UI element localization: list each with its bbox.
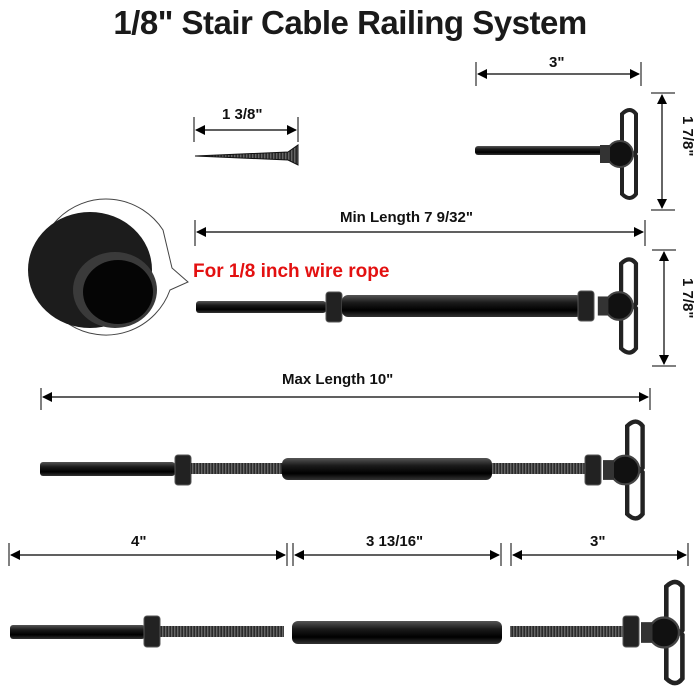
toggle-stud-length-label: 3": [590, 533, 606, 550]
swage-tube-callout-icon: [28, 198, 189, 336]
exploded-parts-icon: [8, 543, 689, 683]
toggle-length-label: 3": [549, 54, 565, 71]
lag-screw-icon: [193, 117, 299, 166]
turnbuckle-min-icon: [194, 220, 676, 367]
page-title: 1/8" Stair Cable Railing System: [113, 4, 587, 41]
body-length-label: 3 13/16": [366, 533, 424, 550]
wing-toggle-end-icon: [475, 62, 675, 211]
stud-length-label: 4": [131, 533, 147, 550]
wire-rope-callout: For 1/8 inch wire rope: [193, 261, 390, 282]
max-length-label: Max Length 10": [282, 371, 394, 388]
turnbuckle-max-icon: [40, 388, 651, 518]
screw-dimension-label: 1 3/8": [222, 106, 263, 123]
min-length-label: Min Length 7 9/32": [340, 209, 473, 226]
